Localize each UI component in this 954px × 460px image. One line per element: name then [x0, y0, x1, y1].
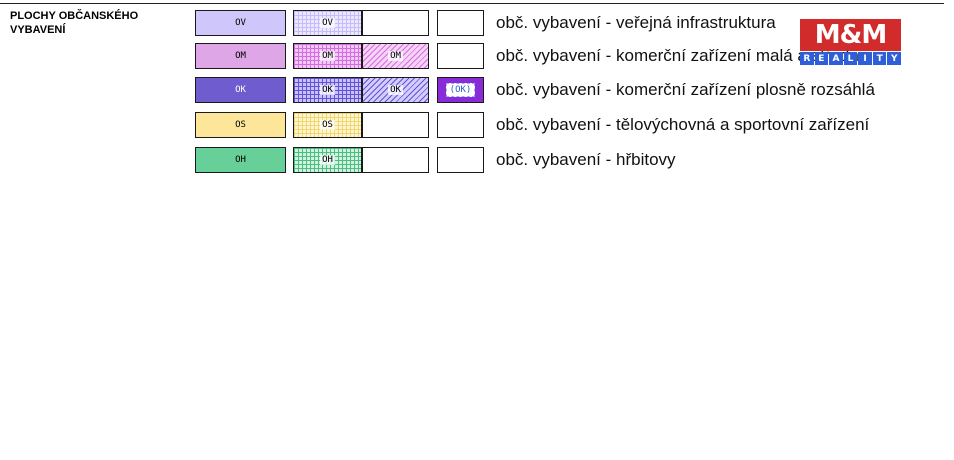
swatch-om-grid: OM [293, 43, 362, 69]
swatch-code: OH [320, 155, 335, 165]
swatch-ok-outline: (OK) [437, 77, 484, 103]
row-description: obč. vybavení - tělovýchovná a sportovní… [496, 115, 870, 134]
swatch-os-grid: OS [293, 112, 362, 138]
swatch-code: OM [235, 51, 246, 61]
swatch-code: OK [388, 85, 403, 95]
legend-row-ov: OV OV obč. vybavení - veřejná infrastruk… [0, 10, 954, 40]
swatch-code: OS [320, 120, 335, 130]
swatch-ok-solid: OK [195, 77, 286, 103]
logo-letter: T [872, 52, 887, 65]
swatch-oh-empty [362, 147, 429, 173]
swatch-om-hatch: OM [362, 43, 429, 69]
swatch-code: (OK) [445, 83, 476, 97]
swatch-om-empty-small [437, 43, 484, 69]
swatch-os-solid: OS [195, 112, 286, 138]
swatch-ov-empty [362, 10, 429, 36]
row-description: obč. vybavení - komerční zařízení malá a… [496, 46, 864, 65]
swatch-oh-grid: OH [293, 147, 362, 173]
swatch-oh-empty-small [437, 147, 484, 173]
swatch-code: OH [235, 155, 246, 165]
swatch-om-solid: OM [195, 43, 286, 69]
swatch-code: OV [320, 18, 335, 28]
logo-letter: L [843, 52, 858, 65]
swatch-ok-grid: OK [293, 77, 362, 103]
swatch-code: OV [235, 18, 246, 28]
swatch-ov-grid: OV [293, 10, 362, 36]
logo-mark: M&M [800, 19, 901, 51]
swatch-ok-hatch: OK [362, 77, 429, 103]
swatch-code: OS [235, 120, 246, 130]
swatch-os-empty-small [437, 112, 484, 138]
section-title: PLOCHY OBČANSKÉHO VYBAVENÍ [10, 10, 139, 36]
logo-letter: R [800, 52, 814, 65]
row-description: obč. vybavení - komerční zařízení plosně… [496, 80, 875, 99]
legend-row-os: OS OS obč. vybavení - tělovýchovná a spo… [0, 112, 954, 142]
legend-row-om: OM OM OM obč. vybavení - komerční zaříze… [0, 43, 954, 73]
logo-letter: A [829, 52, 843, 65]
legend-row-oh: OH OH obč. vybavení - hřbitovy [0, 147, 954, 177]
swatch-code: OM [388, 51, 403, 61]
swatch-ov-solid: OV [195, 10, 286, 36]
logo-letter: I [858, 52, 872, 65]
logo-letter: Y [887, 52, 902, 65]
logo-reality-letters: R E A L I T Y [800, 52, 902, 65]
legend-row-ok: OK OK OK (OK) obč. vybavení - komerční z… [0, 77, 954, 107]
swatch-os-empty [362, 112, 429, 138]
logo-letter: E [814, 52, 829, 65]
swatch-code: OK [320, 85, 335, 95]
row-description: obč. vybavení - veřejná infrastruktura [496, 13, 776, 32]
swatch-ov-empty-small [437, 10, 484, 36]
mm-reality-logo: M&M R E A L I T Y [800, 19, 902, 67]
swatch-oh-solid: OH [195, 147, 286, 173]
row-description: obč. vybavení - hřbitovy [496, 150, 676, 169]
top-rule [0, 3, 944, 4]
swatch-code: OM [320, 51, 335, 61]
swatch-code: OK [235, 85, 246, 95]
